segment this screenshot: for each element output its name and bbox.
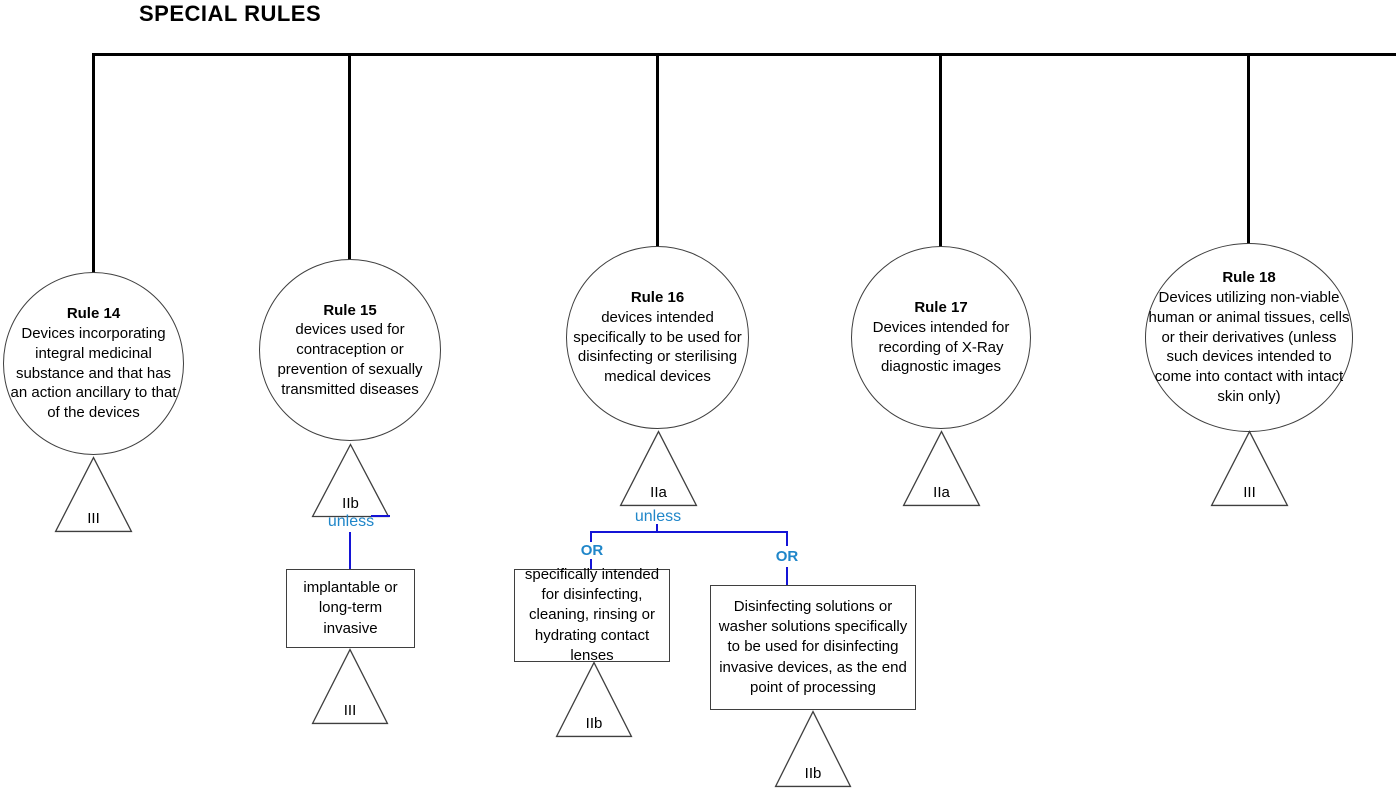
rule-15-description: devices used for contraception or preven… (277, 321, 423, 398)
rule-18-title: Rule 18 (1222, 269, 1276, 287)
rule-15-unless-tick-line (371, 515, 390, 517)
rule-15-class-label: IIb (342, 495, 359, 512)
rule-16-right-branch-line-lower (786, 567, 788, 586)
rule-17-class-triangle: IIa (902, 430, 981, 507)
page-title: SPECIAL RULES (139, 1, 322, 26)
rule-16-title: Rule 16 (630, 289, 685, 306)
tree-branch-line-rule-14 (92, 53, 95, 273)
rule-17-title: Rule 17 (914, 298, 968, 316)
rule-16-or-bracket-line (590, 531, 788, 533)
rule-14-title: Rule 14 (66, 305, 121, 323)
rule-17-description: Devices intended for recording of X-Ray … (872, 318, 1010, 376)
rule-18-description: Devices utilizing non-viable human or an… (1148, 289, 1350, 405)
rule-16-right-branch-line-upper (786, 533, 788, 546)
triangle-shape (555, 661, 633, 738)
rule-16-unless-stub-line (656, 524, 658, 533)
rule-15-exception-text: implantable or long-term invasive (303, 579, 398, 637)
rule-16-exception-left-class-triangle: IIb (555, 661, 633, 738)
rule-15-class-triangle: IIb (311, 443, 390, 518)
rule-14-description: Devices incorporating integral medicinal… (10, 324, 177, 422)
rule-16-unless-label: unless (634, 508, 682, 525)
tree-branch-line-rule-15 (348, 53, 351, 260)
triangle-shape (619, 430, 698, 507)
rule-14-class-label: III (87, 510, 100, 527)
rule-16-exception-left-text: specifically intended for disinfecting, … (524, 565, 660, 664)
tree-branch-line-rule-17 (939, 53, 942, 247)
rule-15-exception-box: implantable or long-term invasive (286, 569, 415, 648)
triangle-shape (311, 443, 390, 518)
rule-15-exception-class-label: III (343, 702, 357, 719)
rule-14-circle: Rule 14 Devices incorporating integral m… (3, 272, 184, 455)
rule-16-exception-box-right: Disinfecting solutions or washer solutio… (710, 585, 916, 710)
rule-14-class-triangle: III (54, 456, 133, 533)
rule-17-class-label: IIa (933, 484, 950, 501)
rule-15-exception-class-triangle: III (311, 648, 389, 725)
triangle-shape (54, 456, 133, 533)
rule-15-circle: Rule 15 devices used for contraception o… (259, 259, 441, 441)
rule-16-circle: Rule 16 devices intended specifically to… (566, 246, 749, 429)
triangle-shape (311, 648, 389, 725)
tree-branch-line-rule-18 (1247, 53, 1250, 244)
rule-16-exception-box-left: specifically intended for disinfecting, … (514, 566, 670, 664)
rule-16-class-label: IIa (650, 484, 667, 501)
rule-16-left-branch-line-lower (590, 559, 592, 570)
rule-16-class-triangle: IIa (619, 430, 698, 507)
tree-branch-line-rule-16 (656, 53, 659, 247)
triangle-shape (902, 430, 981, 507)
rule-16-or-label-right: OR (775, 548, 799, 565)
rule-18-class-label: III (1243, 484, 1256, 501)
rule-17-circle: Rule 17 Devices intended for recording o… (851, 246, 1031, 429)
rule-15-exception-connector (349, 532, 351, 570)
rule-16-exception-right-class-label: IIb (804, 765, 822, 782)
rule-15-title: Rule 15 (323, 301, 377, 319)
tree-top-horizontal-line (93, 53, 1396, 56)
triangle-shape (1210, 430, 1289, 507)
rule-18-class-triangle: III (1210, 430, 1289, 507)
triangle-shape (774, 710, 852, 788)
rule-15-unless-label: unless (327, 513, 375, 530)
rule-16-exception-left-class-label: IIb (585, 715, 603, 732)
rule-16-or-label-left: OR (580, 542, 604, 559)
rule-16-left-branch-line-upper (590, 533, 592, 542)
rule-16-exception-right-class-triangle: IIb (774, 710, 852, 788)
rule-16-description: devices intended specifically to be used… (573, 308, 742, 386)
rule-18-circle: Rule 18 Devices utilizing non-viable hum… (1145, 243, 1353, 432)
rule-16-exception-right-text: Disinfecting solutions or washer solutio… (718, 597, 908, 696)
